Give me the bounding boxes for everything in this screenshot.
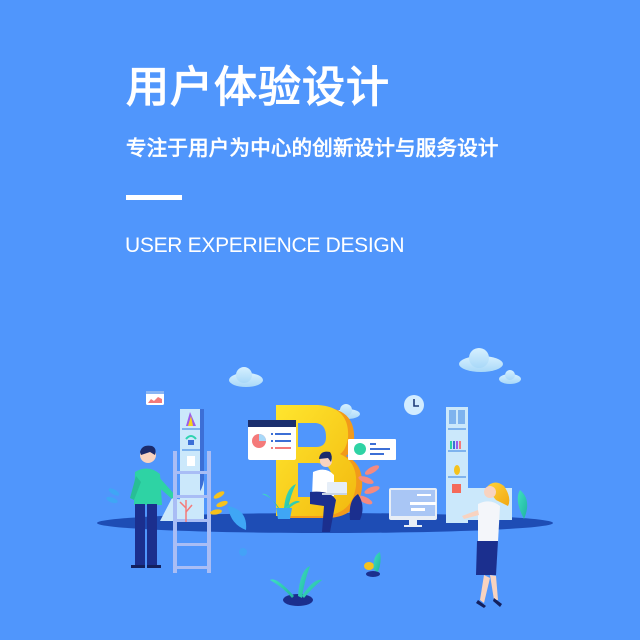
clock-icon [404,395,424,415]
plant-icon [228,506,247,530]
bookshelf-icon [160,409,204,521]
plant-icon [210,491,228,515]
woman-standing-figure [462,482,510,608]
english-title: USER EXPERIENCE DESIGN [125,234,405,257]
page-title: 用户体验设计 [126,63,390,113]
ux-team-illustration [97,348,553,608]
plant-icon [357,465,380,505]
pie-chart-card-icon [248,420,296,460]
title-divider [126,195,182,200]
monitor-icon [389,488,437,527]
page-subtitle: 专注于用户为中心的创新设计与服务设计 [126,136,499,160]
cloud-icon [459,348,521,384]
chart-card-icon [146,391,164,405]
plant-icon [349,494,363,520]
plant-icon [262,484,300,519]
plant-icon [106,488,120,504]
man-figure [130,445,175,568]
plant-icon [270,566,322,606]
ladder-icon [173,451,211,573]
decorative-dot [239,548,247,556]
plant-icon [179,500,193,522]
woman-with-laptop-figure [310,451,347,532]
dashboard-card-icon [348,439,396,460]
plant-icon [364,552,381,577]
plant-icon [517,490,528,519]
cloud-icon [229,367,263,387]
